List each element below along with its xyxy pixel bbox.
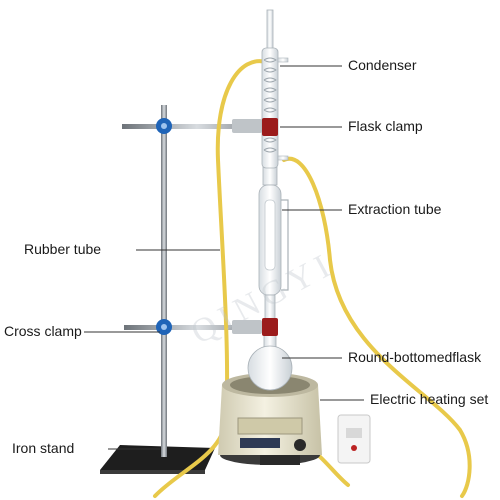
label-iron-stand: Iron stand (12, 440, 75, 456)
upper-clamp-arm (122, 119, 272, 133)
condenser (261, 9, 289, 169)
lower-cross-clamp (156, 319, 172, 335)
label-flask-clamp: Flask clamp (348, 118, 423, 134)
label-cross-clamp: Cross clamp (4, 323, 82, 339)
iron-stand-rod (161, 105, 167, 457)
iron-stand-base (100, 445, 215, 474)
lower-clamp-arm (124, 320, 272, 334)
upper-flask-clamp (262, 118, 278, 136)
leader-lines (84, 65, 364, 450)
label-condenser: Condenser (348, 57, 417, 73)
upper-cross-clamp (156, 118, 172, 134)
label-electric-heating-set: Electric heating set (370, 391, 489, 407)
lower-flask-clamp (262, 318, 278, 336)
heating-mantle (218, 373, 322, 465)
power-plug (337, 414, 371, 464)
label-extraction-tube: Extraction tube (348, 201, 442, 217)
label-rubber-tube: Rubber tube (24, 241, 102, 257)
label-round-bottomed-flask: Round-bottomedflask (348, 349, 482, 365)
round-bottomed-flask (247, 329, 293, 391)
